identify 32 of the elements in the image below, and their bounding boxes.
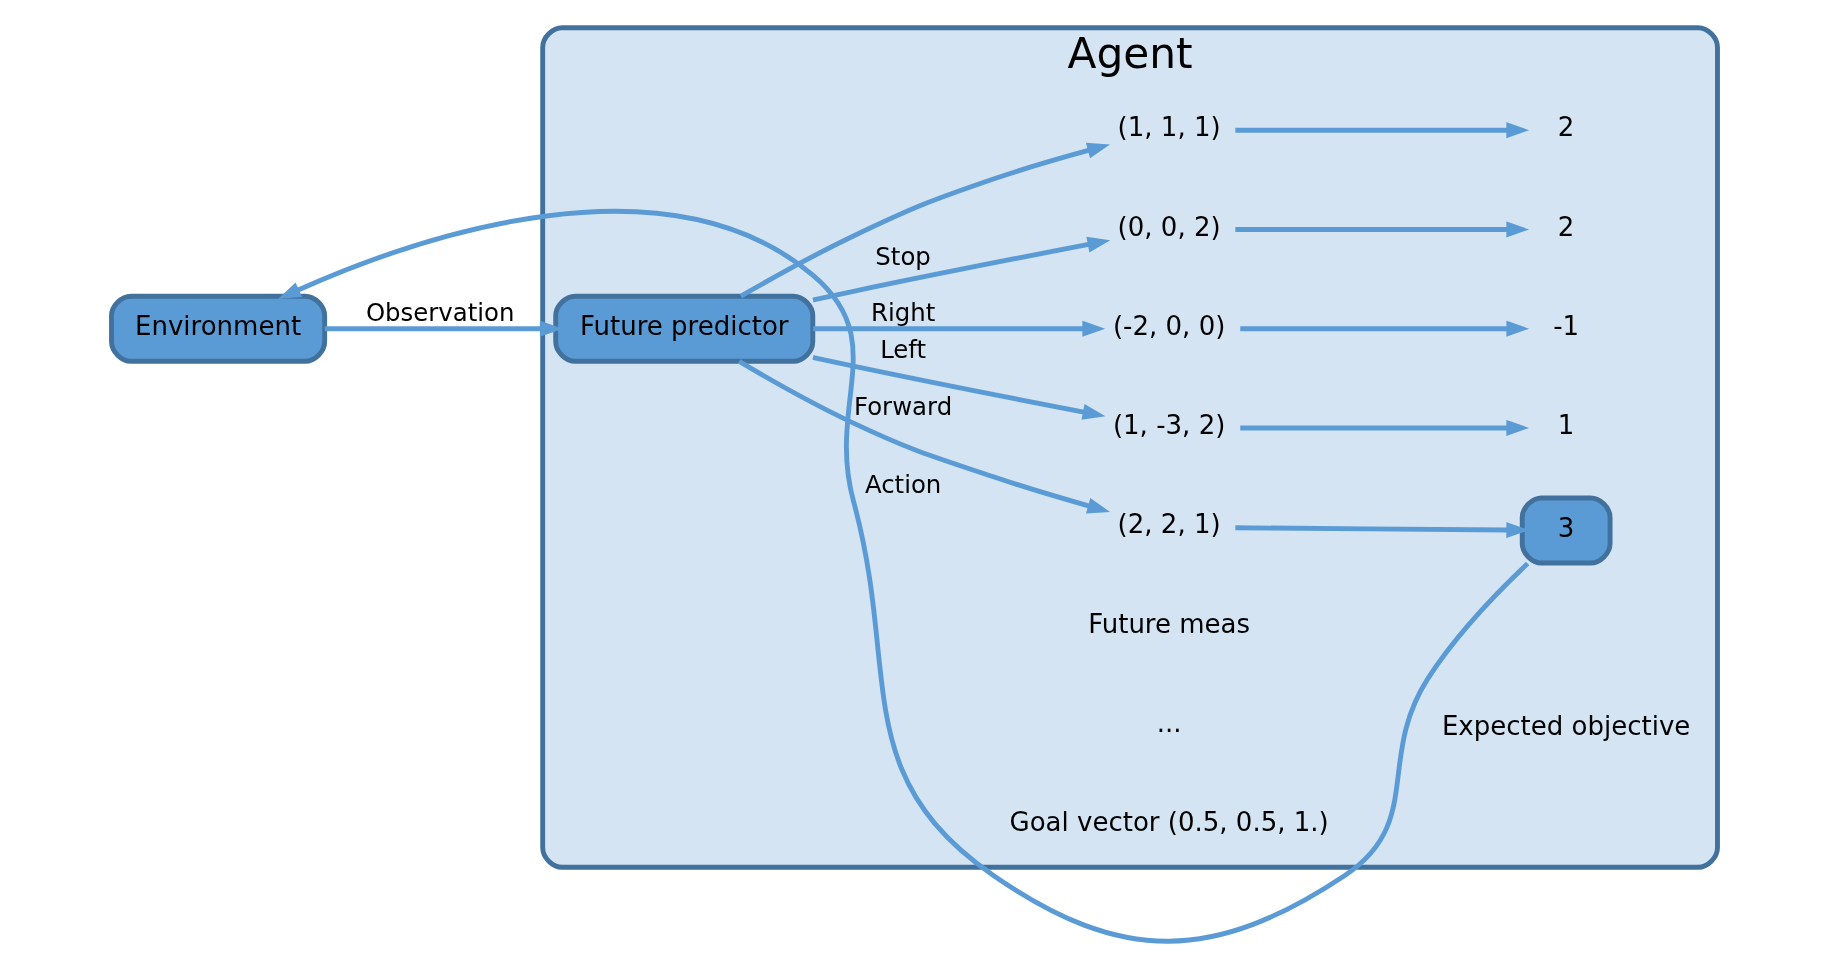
node-text: (0, 0, 2) xyxy=(1117,211,1221,242)
arrow xyxy=(1234,122,1529,139)
edge-label: Forward xyxy=(853,391,952,421)
arrow xyxy=(1239,320,1529,337)
arrow xyxy=(812,236,1110,303)
label: Future meas xyxy=(1087,608,1250,639)
edge-label: Observation xyxy=(365,297,514,327)
node-text: (1, -3, 2) xyxy=(1112,410,1225,441)
label: Goal vector (0.5, 0.5, 1.) xyxy=(1009,807,1329,838)
arrow xyxy=(737,359,1110,514)
node-text: (-2, 0, 0) xyxy=(1112,310,1225,341)
node-box: Environment xyxy=(108,293,327,364)
node-text: (1, 1, 1) xyxy=(1117,112,1221,143)
node-text: 2 xyxy=(1557,211,1574,242)
node-box: Future predictor xyxy=(552,293,815,364)
edge-label: Stop xyxy=(874,242,931,272)
arrow xyxy=(277,209,1529,943)
node-text: (2, 2, 1) xyxy=(1117,509,1221,540)
edge-label: Right xyxy=(870,297,935,327)
edge-label: Action xyxy=(864,470,941,500)
arrow xyxy=(739,142,1110,299)
label: ... xyxy=(1156,707,1182,738)
node-text: 2 xyxy=(1557,112,1574,143)
arrow xyxy=(812,320,1105,337)
node-text: -1 xyxy=(1552,310,1579,341)
edge-label: Left xyxy=(879,335,926,365)
arrow xyxy=(1239,420,1529,436)
node-text: 1 xyxy=(1557,410,1574,441)
node-box: 3 xyxy=(1519,495,1612,566)
label: Expected objective xyxy=(1441,711,1690,742)
arrow xyxy=(1234,221,1529,238)
arrow xyxy=(812,355,1105,420)
